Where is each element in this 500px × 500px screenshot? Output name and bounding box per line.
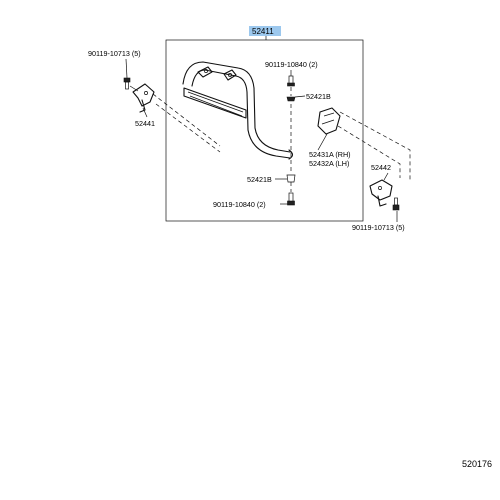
bolt-right xyxy=(392,197,400,211)
leader-stay xyxy=(317,133,328,151)
dash-right-lower xyxy=(337,125,401,178)
bracket-right xyxy=(369,179,393,207)
label-bolt-right[interactable]: 90119-10713 (5) xyxy=(352,223,405,232)
assembly-highlight xyxy=(249,26,281,36)
guard-bar xyxy=(182,61,294,160)
leader-bolt-left xyxy=(125,58,128,79)
label-52421b-top[interactable]: 52421B xyxy=(306,92,331,101)
label-bracket-left[interactable]: 52441 xyxy=(135,119,155,128)
label-bolt-top[interactable]: 90119-10840 (2) xyxy=(265,60,318,69)
label-bolt-bottom[interactable]: 90119-10840 (2) xyxy=(213,200,266,209)
bracket-left xyxy=(132,83,155,113)
leader-bracket-left-bolt xyxy=(129,85,139,92)
label-stay-rh[interactable]: 52431A (RH) xyxy=(309,150,351,159)
leader-52421b-top xyxy=(294,95,306,98)
dash-right-upper xyxy=(339,111,411,180)
bolt-top xyxy=(287,75,295,87)
leader-bracket-left xyxy=(142,107,148,118)
assembly-number[interactable]: 52411 xyxy=(252,27,274,36)
leader-bracket-right xyxy=(383,172,389,181)
label-bracket-right[interactable]: 52442 xyxy=(371,163,391,172)
figure-number: 520176 xyxy=(462,459,492,469)
dash-left-lower xyxy=(155,103,221,153)
bolt-bottom xyxy=(287,192,295,206)
washer-52421b-top xyxy=(286,96,296,102)
label-bolt-left[interactable]: 90119-10713 (5) xyxy=(88,49,141,58)
washer-52421b-bottom xyxy=(286,174,296,183)
dash-left-upper xyxy=(152,93,221,147)
stay-bracket xyxy=(317,107,341,135)
label-52421b-bottom[interactable]: 52421B xyxy=(247,175,272,184)
label-stay-lh[interactable]: 52432A (LH) xyxy=(309,159,349,168)
bolt-left xyxy=(123,77,131,90)
assembly-box xyxy=(165,39,364,222)
